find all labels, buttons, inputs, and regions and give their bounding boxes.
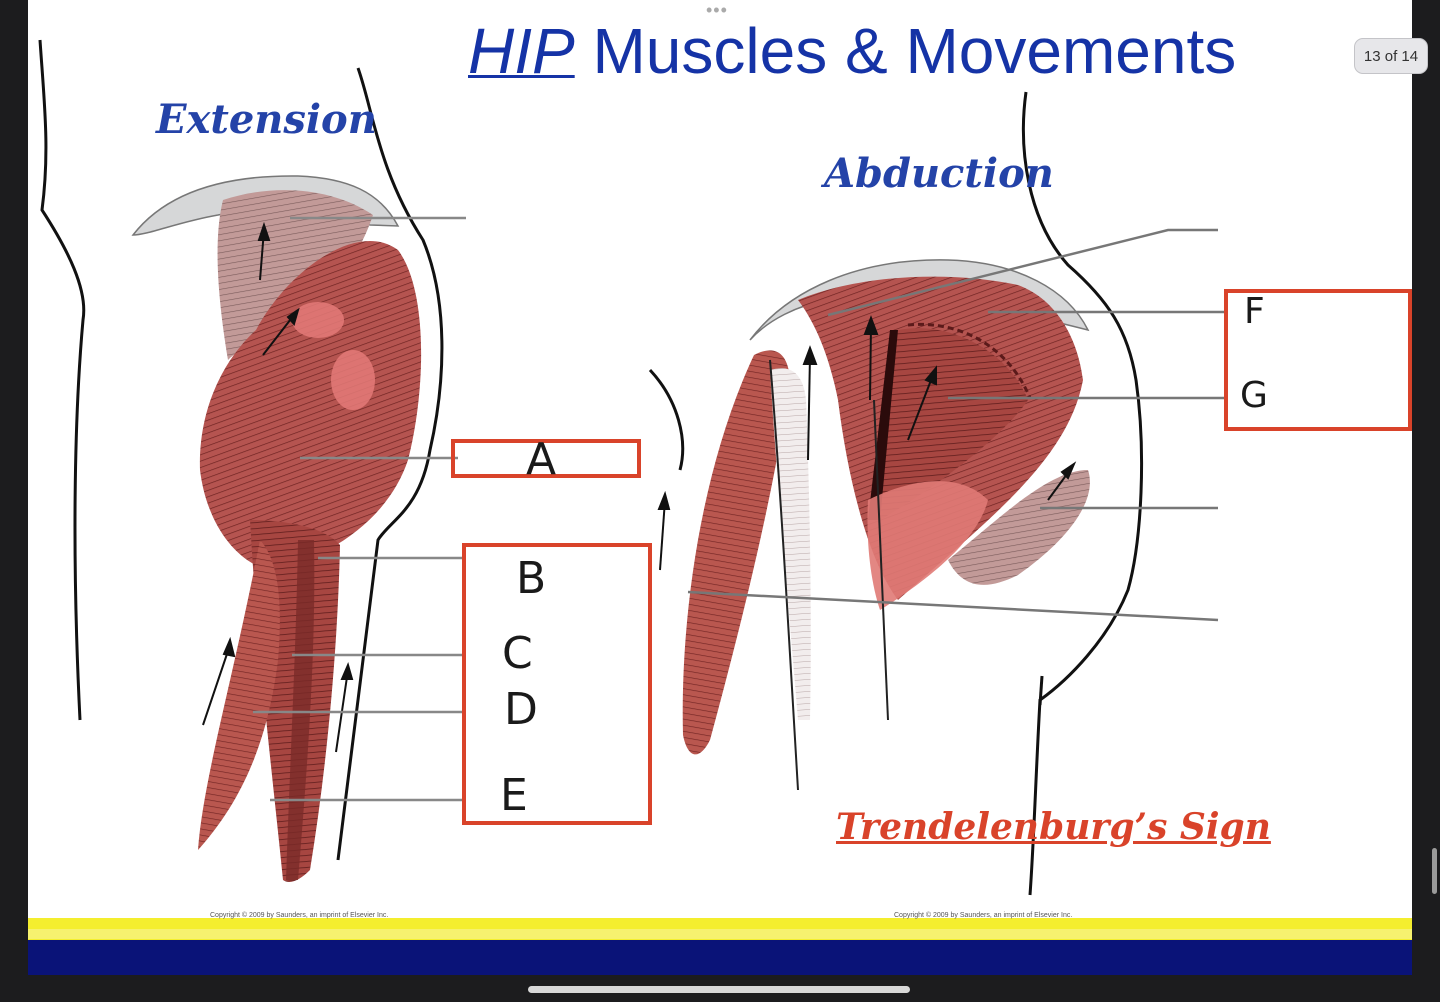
footer-navy-band bbox=[28, 940, 1412, 975]
title-hip: HIP bbox=[468, 15, 575, 87]
trendelenburg-sign-link[interactable]: Trendelenburg’s Sign bbox=[836, 806, 1271, 848]
label-box-a bbox=[451, 439, 641, 478]
label-d: D bbox=[504, 684, 538, 735]
label-a: A bbox=[526, 434, 557, 485]
title-rest: Muscles & Movements bbox=[574, 15, 1237, 87]
label-e: E bbox=[500, 770, 528, 821]
label-box-b-e bbox=[462, 543, 652, 825]
hip-diagram-art bbox=[28, 39, 1412, 975]
abduction-leader-lines bbox=[687, 228, 1228, 622]
label-box-f-g bbox=[1224, 289, 1412, 431]
extension-leader-lines bbox=[253, 216, 466, 802]
home-indicator[interactable] bbox=[528, 986, 910, 993]
page-indicator: 13 of 14 bbox=[1354, 38, 1428, 74]
copyright-left: Copyright © 2009 by Saunders, an imprint… bbox=[210, 912, 389, 919]
subtitle-extension: Extension bbox=[156, 96, 377, 143]
label-f: F bbox=[1244, 291, 1265, 332]
slide: HIP Muscles & Movements Extension Abduct… bbox=[28, 0, 1412, 975]
lateral-rotator-muscles bbox=[948, 470, 1090, 585]
hamstring-muscle-2 bbox=[198, 540, 280, 850]
abduction-movement-arrows bbox=[657, 315, 1077, 571]
extension-outline bbox=[38, 39, 444, 861]
label-b: B bbox=[516, 553, 547, 604]
gluteus-minimus-muscle bbox=[880, 328, 1028, 520]
gluteus-medius-muscle bbox=[217, 190, 373, 360]
copyright-right: Copyright © 2009 by Saunders, an imprint… bbox=[894, 912, 1073, 919]
abduction-outline bbox=[648, 91, 1144, 896]
extension-movement-arrows bbox=[202, 221, 354, 753]
subtitle-abduction: Abduction bbox=[824, 150, 1054, 197]
label-g: G bbox=[1240, 375, 1268, 416]
page-title: HIP Muscles & Movements bbox=[468, 14, 1236, 88]
tensor-fasciae-latae-muscle bbox=[682, 350, 790, 755]
more-options-icon[interactable]: ••• bbox=[706, 0, 728, 20]
gluteus-maximus-muscle bbox=[199, 241, 422, 570]
label-c: C bbox=[502, 628, 533, 679]
scrollbar-handle[interactable] bbox=[1432, 848, 1437, 894]
